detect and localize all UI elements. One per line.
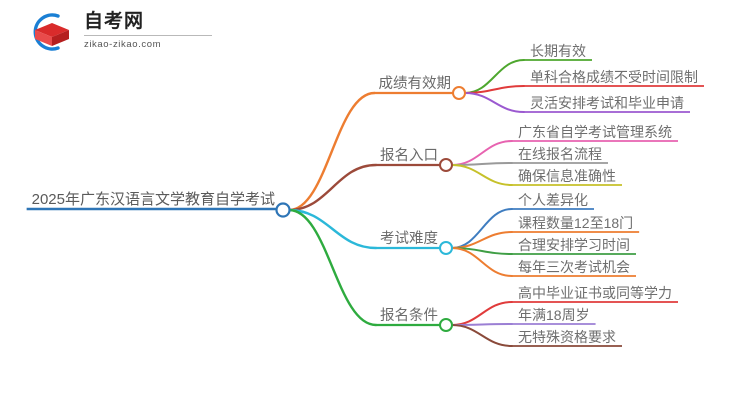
node-dot-group — [275, 86, 466, 332]
branch-node-label-1[interactable]: 成绩有效期 — [378, 76, 452, 92]
leaf-node-label-2-1[interactable]: 广东省自学考试管理系统 — [518, 124, 672, 140]
leaf-node-label-3-1[interactable]: 个人差异化 — [518, 192, 588, 208]
site-logo: 自考网 zikao-zikao.com — [28, 8, 218, 56]
edge-branch-to-leaf — [451, 140, 513, 166]
edge-branch-to-leaf — [451, 164, 513, 186]
leaf-node-label-2-2[interactable]: 在线报名流程 — [518, 146, 602, 162]
leaf-node-label-4-2[interactable]: 年满18周岁 — [518, 307, 590, 323]
branch-node-dot-3 — [439, 241, 453, 255]
branch-node-dot-2 — [439, 158, 453, 172]
leaf-node-label-3-3[interactable]: 合理安排学习时间 — [518, 237, 630, 253]
branch-node-label-3[interactable]: 考试难度 — [380, 231, 438, 247]
edge-branch-to-leaf — [451, 324, 513, 347]
leaf-node-label-1-3[interactable]: 灵活安排考试和毕业申请 — [530, 95, 684, 111]
branch-node-dot-4 — [439, 318, 453, 332]
branch-node-dot-1 — [452, 86, 466, 100]
branch-node-label-2[interactable]: 报名入口 — [380, 148, 438, 164]
edge-root-to-branch — [287, 208, 378, 250]
leaf-node-label-4-3[interactable]: 无特殊资格要求 — [518, 329, 616, 345]
leaf-node-label-3-4[interactable]: 每年三次考试机会 — [518, 259, 630, 275]
leaf-node-label-1-2[interactable]: 单科合格成绩不受时间限制 — [530, 69, 698, 85]
logo-text-block: 自考网 zikao-zikao.com — [84, 10, 216, 54]
leaf-node-label-1-1[interactable]: 长期有效 — [530, 43, 586, 59]
logo-site-url: zikao-zikao.com — [84, 35, 212, 52]
leaf-node-label-2-3[interactable]: 确保信息准确性 — [518, 168, 616, 184]
root-node-label[interactable]: 2025年广东汉语言文学教育自学考试 — [31, 191, 275, 208]
edge-branch-to-leaf — [451, 208, 513, 249]
edge-root-to-branch — [287, 208, 378, 327]
edge-branch-to-leaf — [464, 59, 525, 94]
edge-branch-to-leaf — [451, 247, 513, 277]
logo-site-name: 自考网 — [84, 11, 145, 32]
edge-group — [287, 59, 525, 347]
edge-root-to-branch — [287, 163, 378, 212]
edge-branch-to-leaf — [464, 92, 525, 113]
graduation-cap-icon — [28, 10, 74, 54]
branch-node-label-4[interactable]: 报名条件 — [380, 308, 438, 324]
leaf-node-label-3-2[interactable]: 课程数量12至18门 — [518, 215, 634, 231]
root-node-dot — [275, 202, 291, 218]
edge-branch-to-leaf — [464, 85, 525, 94]
edge-branch-to-leaf — [451, 301, 513, 326]
leaf-node-label-4-1[interactable]: 高中毕业证书或同等学力 — [518, 285, 672, 301]
edge-branch-to-leaf — [451, 323, 513, 326]
underline-group — [26, 59, 704, 347]
edge-root-to-branch — [287, 91, 376, 212]
